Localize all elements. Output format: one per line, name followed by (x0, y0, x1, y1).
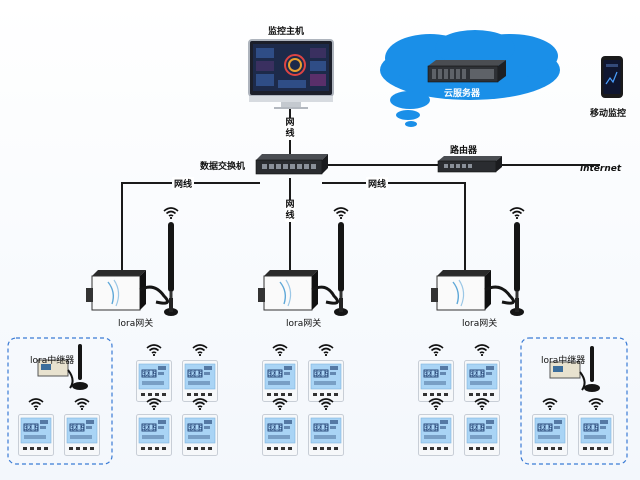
wifi-icon (588, 398, 604, 410)
gateway-2-group (258, 207, 349, 316)
thermostat-icon (182, 414, 218, 456)
thermostat-icon (182, 360, 218, 402)
thermostat-reading: 32.5 (424, 425, 439, 432)
thermostat-reading: 32.5 (470, 425, 485, 432)
internet-label: internet (580, 164, 622, 174)
monitor-host-label: 监控主机 (268, 27, 305, 37)
wifi-icon (146, 344, 162, 356)
monitor-icon (248, 39, 334, 109)
thermostat-icon (308, 360, 344, 402)
wire-label-left: 网线 (172, 177, 195, 190)
thermostat-reading: 32.5 (314, 425, 329, 432)
gateway-3-label: lora网关 (462, 319, 498, 329)
thermostat-icon (136, 414, 172, 456)
repeater-zone-left (7, 337, 113, 465)
switch-label: 数据交换机 (200, 162, 246, 172)
thermostat-icon (464, 414, 500, 456)
thermostat-reading: 32.5 (424, 371, 439, 378)
router-label: 路由器 (450, 146, 478, 156)
thermostat-icon (418, 360, 454, 402)
network-wires (121, 108, 600, 272)
wifi-icon (318, 344, 334, 356)
thermostat-icon (464, 360, 500, 402)
thermostat-icon (262, 414, 298, 456)
thermostat-icon (64, 414, 100, 456)
thermostat-reading: 32.5 (584, 425, 599, 432)
wire-label-right: 网线 (366, 177, 389, 190)
repeater-icon (37, 344, 89, 391)
gateway-1-group (86, 207, 179, 316)
repeater-left-label: lora中继器 (30, 356, 75, 366)
thermostat-reading: 32.5 (70, 425, 85, 432)
thermostat-icon (418, 414, 454, 456)
server-icon (427, 60, 506, 83)
wifi-icon (428, 344, 444, 356)
wifi-icon (28, 398, 44, 410)
switch-icon (255, 154, 328, 175)
thermostat-reading: 32.5 (470, 371, 485, 378)
thermostat-reading: 32.5 (268, 425, 283, 432)
wifi-icon (509, 207, 525, 219)
gateway-icon (431, 269, 491, 311)
thermostat-icon (308, 414, 344, 456)
thermostat-reading: 32.5 (24, 425, 39, 432)
wifi-icon (192, 344, 208, 356)
thermostat-reading: 32.5 (188, 425, 203, 432)
wifi-icon (163, 207, 179, 219)
repeater-zone-right (520, 337, 628, 465)
cloud-server-label: 云服务器 (444, 89, 481, 99)
gateway-icon (86, 269, 146, 311)
thermostat-reading: 32.5 (142, 371, 157, 378)
repeater-right-label: lora中继器 (541, 356, 586, 366)
wifi-icon (272, 344, 288, 356)
thermostat-icon (18, 414, 54, 456)
wifi-icon (333, 207, 349, 219)
gateway-icon (258, 269, 318, 311)
wifi-icon (542, 398, 558, 410)
wifi-icon (74, 398, 90, 410)
gateway-1-label: lora网关 (118, 319, 154, 329)
mobile-monitor-label: 移动监控 (590, 109, 627, 119)
thermostat-array: 32.5 32.5 32.5 32.5 32.5 32.5 32.5 32.5 32.5 32.5… (18, 344, 614, 456)
router-icon (437, 156, 502, 173)
gateway-3-group (431, 207, 525, 316)
thermostat-icon (532, 414, 568, 456)
wire-switch-gateway-1 (121, 182, 260, 272)
thermostat-reading: 32.5 (142, 425, 157, 432)
thermostat-reading: 32.5 (314, 371, 329, 378)
wire-label-mid: 网线 (285, 200, 295, 222)
gateway-2-label: lora网关 (286, 319, 322, 329)
thermostat-icon (578, 414, 614, 456)
thermostat-reading: 32.5 (538, 425, 553, 432)
thermostat-icon (136, 360, 172, 402)
thermostat-reading: 32.5 (268, 371, 283, 378)
wifi-icon (474, 344, 490, 356)
wire-label-host-switch: 网线 (285, 118, 295, 140)
phone-icon (601, 56, 623, 98)
thermostat-reading: 32.5 (188, 371, 203, 378)
thermostat-icon (262, 360, 298, 402)
